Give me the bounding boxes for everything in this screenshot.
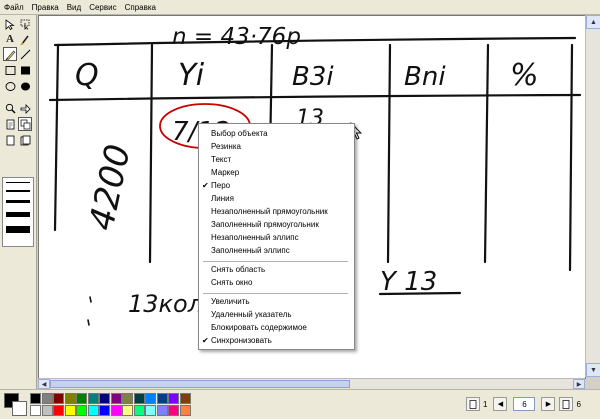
ctx-ellipse-outline[interactable]: Незаполненный эллипс [211,233,299,242]
color-swatch[interactable] [53,393,64,404]
color-swatch[interactable] [64,404,76,416]
color-swatch[interactable] [133,393,145,404]
color-swatch[interactable] [99,393,110,404]
color-swatch[interactable] [110,393,122,404]
color-swatch[interactable] [76,393,87,404]
horizontal-scroll-thumb[interactable] [50,380,350,388]
scroll-right-icon[interactable]: ▶ [573,379,585,389]
rectangle-filled-icon[interactable] [18,63,32,77]
line-width-4[interactable] [6,212,30,217]
ctx-ellipse-filled[interactable]: Заполненный эллипс [211,246,290,255]
scroll-left-icon[interactable]: ◀ [38,379,50,389]
color-swatch[interactable] [64,393,76,404]
ctx-rect-filled[interactable]: Заполненный прямоугольник [211,220,319,229]
color-swatch[interactable] [179,404,191,416]
background-color[interactable] [12,401,27,416]
line-width-2[interactable] [6,190,30,192]
color-swatch[interactable] [87,393,99,404]
ctx-select-object[interactable]: Выбор объекта [211,129,268,138]
color-swatch[interactable] [41,393,53,404]
page-number-input[interactable]: 6 [513,397,536,411]
color-swatch[interactable] [30,393,41,404]
color-swatch[interactable] [76,404,87,416]
ctx-eraser[interactable]: Резинка [211,142,241,151]
zoom-icon[interactable] [3,101,17,115]
page-icon[interactable] [466,397,480,411]
menu-view[interactable]: Вид [66,2,82,12]
ctx-zoom[interactable]: Увеличить [211,297,250,306]
current-page-label: 1 [483,399,488,409]
ctx-rect-outline[interactable]: Незаполненный прямоугольник [211,207,328,216]
menu-separator [203,261,348,262]
menu-bar: Файл Правка Вид Сервис Справка [0,0,600,15]
page-icon[interactable] [3,133,17,147]
ctx-lock-contents[interactable]: Блокировать содержимое [211,323,307,332]
ellipse-outline-icon[interactable] [3,79,17,93]
page-icon[interactable] [18,133,32,147]
text-icon[interactable]: A [6,33,14,45]
line-width-5[interactable] [6,226,30,233]
menu-help[interactable]: Справка [124,2,156,12]
ctx-synchronize[interactable]: ✔Синхронизовать [202,336,272,345]
color-swatch[interactable] [179,393,191,404]
page-icon[interactable] [3,117,17,131]
color-swatch[interactable] [156,393,168,404]
menu-tools[interactable]: Сервис [89,2,117,12]
color-swatch[interactable] [168,393,179,404]
check-icon: ✔ [202,181,209,190]
color-swatch[interactable] [122,393,133,404]
vertical-scrollbar[interactable]: ▲ ▼ [585,15,600,377]
line-icon[interactable] [18,47,32,61]
color-swatch[interactable] [133,404,145,416]
scroll-down-icon[interactable]: ▼ [586,363,600,377]
pen-icon[interactable] [3,47,17,61]
page-icon[interactable] [559,397,574,411]
color-swatch[interactable] [30,404,41,416]
prev-page-icon[interactable]: ◀ [493,397,508,411]
menu-separator [203,293,348,294]
color-swatch[interactable] [156,404,168,416]
context-menu: Выбор объекта Резинка Текст Маркер ✔Перо… [198,123,355,350]
ctx-marker[interactable]: Маркер [211,168,240,177]
highlighter-icon[interactable] [18,32,32,46]
line-width-1[interactable] [6,182,30,183]
horizontal-scrollbar[interactable]: ◀ ▶ [38,378,585,389]
color-swatch[interactable] [110,404,122,416]
line-width-selector[interactable] [2,177,34,247]
remote-pointer-icon[interactable] [18,101,32,115]
ctx-capture-window[interactable]: Снять окно [211,278,253,287]
ctx-pen[interactable]: ✔Перо [202,181,231,190]
color-swatch[interactable] [145,404,156,416]
rectangle-outline-icon[interactable] [3,63,17,77]
ctx-remote-pointer[interactable]: Удаленный указатель [211,310,292,319]
menu-edit[interactable]: Правка [31,2,59,12]
check-icon: ✔ [202,336,209,345]
pager: 1 ◀ 6 ▶ 6 [466,396,581,412]
color-swatch[interactable] [168,404,179,416]
color-swatch[interactable] [87,404,99,416]
ellipse-filled-icon[interactable] [18,79,32,93]
next-page-icon[interactable]: ▶ [541,397,556,411]
color-swatch[interactable] [122,404,133,416]
scroll-up-icon[interactable]: ▲ [586,15,600,29]
lasso-select-icon[interactable] [18,17,32,31]
color-swatch[interactable] [41,404,53,416]
bottom-bar: 1 ◀ 6 ▶ 6 [0,389,600,419]
color-swatch[interactable] [99,404,110,416]
arrow-select-icon[interactable] [3,17,17,31]
ctx-text[interactable]: Текст [211,155,232,164]
total-pages-label: 6 [576,399,581,409]
color-swatch[interactable] [53,404,64,416]
line-width-3[interactable] [6,200,30,203]
current-colors[interactable] [4,393,27,416]
menu-file[interactable]: Файл [4,2,24,12]
ctx-capture-area[interactable]: Снять область [211,265,266,274]
sync-icon[interactable] [18,117,32,131]
ctx-line[interactable]: Линия [211,194,234,203]
color-swatch[interactable] [145,393,156,404]
toolbox: A [0,15,37,390]
